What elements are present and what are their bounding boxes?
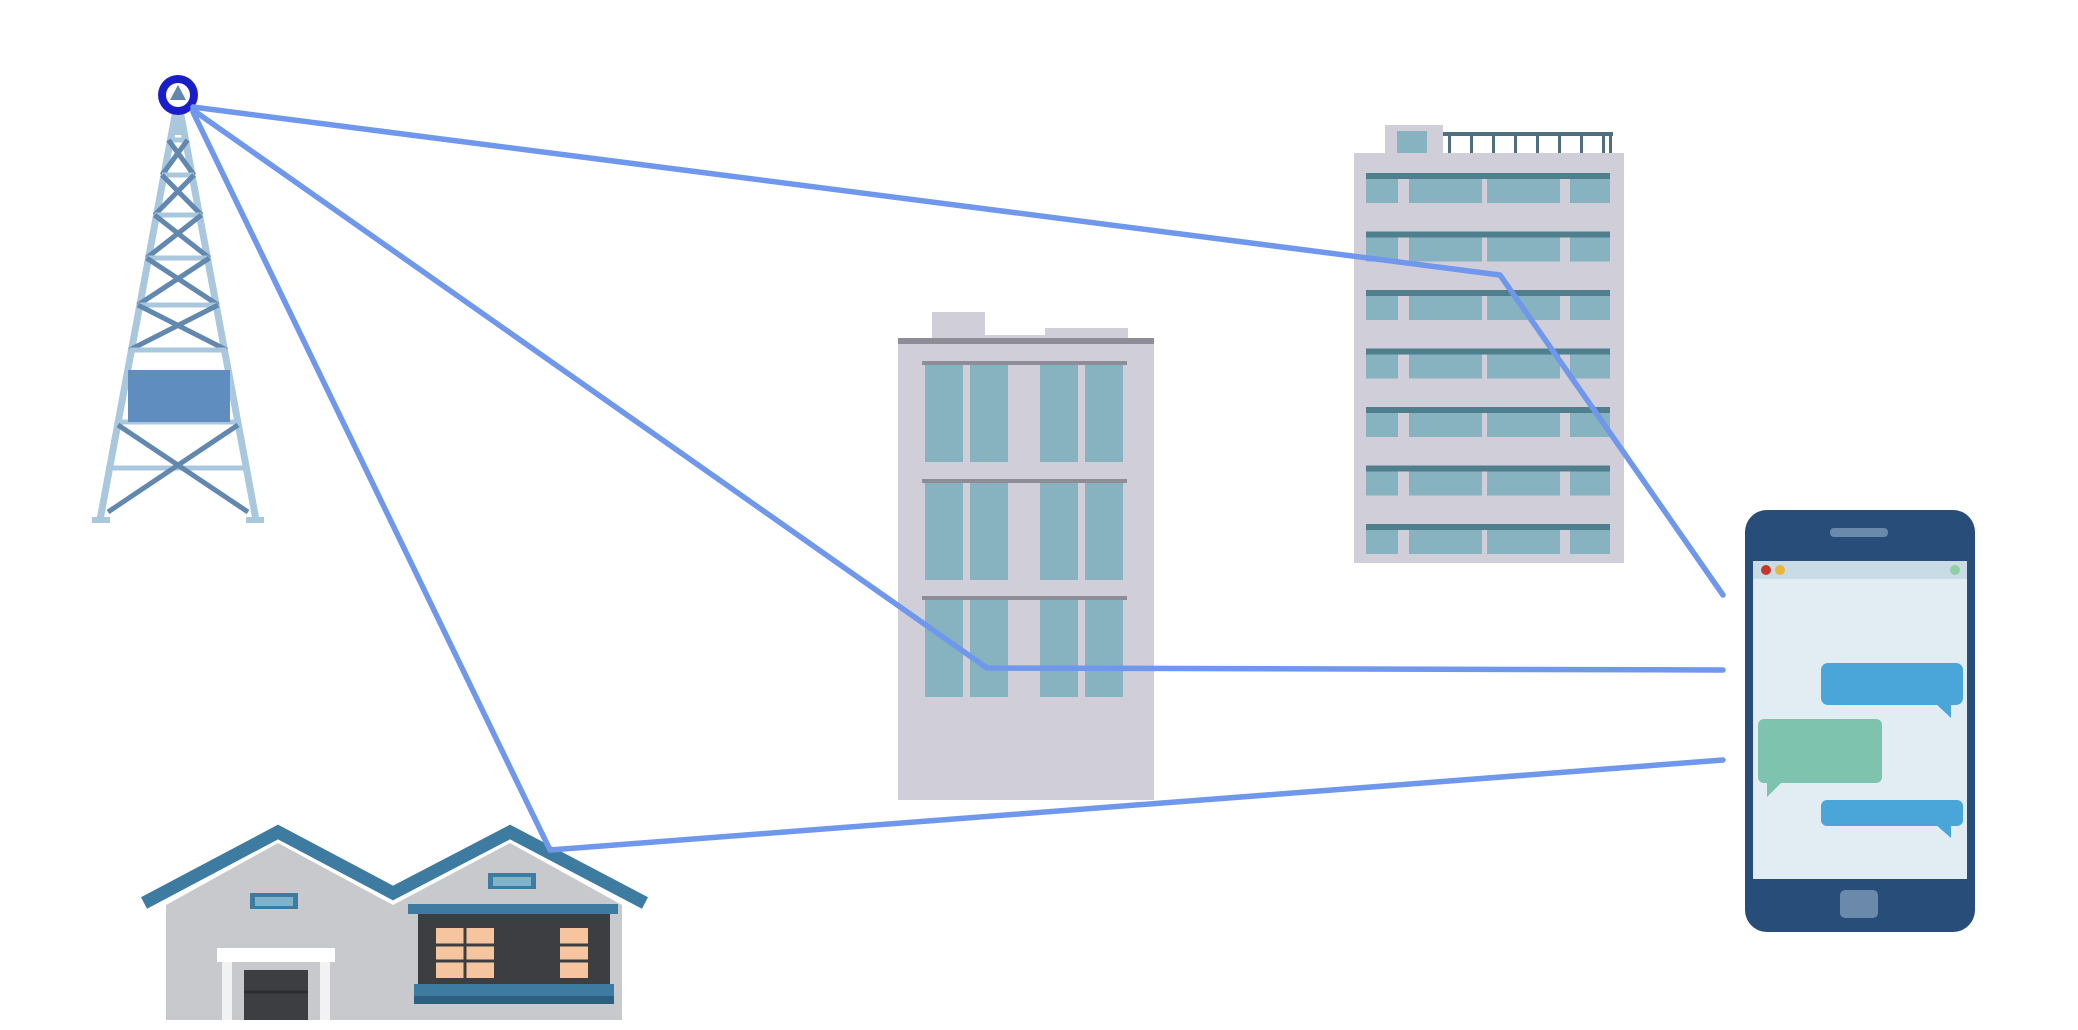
house-garage-header bbox=[217, 948, 335, 962]
building-window bbox=[1570, 237, 1610, 262]
house-roof bbox=[140, 824, 649, 909]
building-window bbox=[1366, 179, 1398, 203]
building-window bbox=[1366, 296, 1398, 320]
house-windows bbox=[436, 928, 588, 978]
building-window bbox=[1366, 354, 1398, 379]
building-window bbox=[1409, 237, 1482, 262]
building-window bbox=[1366, 471, 1398, 496]
cell-tower-icon bbox=[92, 75, 264, 523]
building-tall-windows bbox=[1366, 173, 1610, 554]
phone-status-dot-red bbox=[1761, 565, 1771, 575]
building-window bbox=[1085, 600, 1123, 697]
smartphone-icon bbox=[1745, 510, 1975, 932]
building-window bbox=[1487, 471, 1560, 496]
building-window bbox=[1570, 530, 1610, 554]
signal-path-tower-to-mid-building-to-phone bbox=[190, 107, 1726, 673]
house-window bbox=[560, 928, 588, 978]
phone-speaker bbox=[1830, 528, 1888, 537]
building-window bbox=[1085, 365, 1123, 462]
building-mid-windows bbox=[922, 361, 1127, 697]
building-window bbox=[1570, 296, 1610, 320]
building-window bbox=[1409, 413, 1482, 437]
building-window bbox=[1366, 413, 1398, 437]
chat-bubble-outgoing-1 bbox=[1821, 663, 1963, 705]
chat-bubble-outgoing-2 bbox=[1821, 800, 1963, 826]
building-window bbox=[925, 483, 963, 580]
building-window bbox=[1487, 413, 1560, 437]
chat-bubble-icon bbox=[1758, 663, 1963, 838]
building-window bbox=[1570, 179, 1610, 203]
building-window bbox=[970, 365, 1008, 462]
building-window bbox=[1040, 365, 1078, 462]
building-window bbox=[1487, 530, 1560, 554]
signal-path-tower-to-tall-building-to-phone bbox=[190, 104, 1726, 598]
building-window bbox=[1570, 354, 1610, 379]
house-icon bbox=[140, 824, 649, 1020]
building-window bbox=[1085, 483, 1123, 580]
building-window bbox=[925, 365, 963, 462]
building-window bbox=[1487, 237, 1560, 262]
building-window bbox=[1366, 530, 1398, 554]
phone-home-button bbox=[1840, 890, 1878, 918]
tower-antenna-panel bbox=[128, 370, 230, 422]
phone-status-dot-green bbox=[1950, 565, 1960, 575]
building-window bbox=[1570, 471, 1610, 496]
building-window bbox=[1409, 530, 1482, 554]
building-window bbox=[1409, 179, 1482, 203]
signal-path-tower-to-house-to-phone bbox=[190, 109, 1726, 853]
house-garage-door bbox=[244, 970, 308, 1020]
building-window bbox=[1487, 179, 1560, 203]
phone-status-dot-yellow bbox=[1775, 565, 1785, 575]
building-window bbox=[1409, 296, 1482, 320]
building-window bbox=[1409, 471, 1482, 496]
building-window bbox=[1040, 600, 1078, 697]
building-tall-railing bbox=[1443, 132, 1613, 154]
building-window bbox=[1409, 354, 1482, 379]
building-window bbox=[970, 483, 1008, 580]
office-building-tall bbox=[1354, 125, 1624, 563]
building-window bbox=[1487, 354, 1560, 379]
building-window bbox=[970, 600, 1008, 697]
building-window bbox=[1040, 483, 1078, 580]
chat-bubble-incoming bbox=[1758, 719, 1882, 783]
office-building-mid bbox=[898, 312, 1154, 800]
signal-paths bbox=[190, 104, 1726, 853]
